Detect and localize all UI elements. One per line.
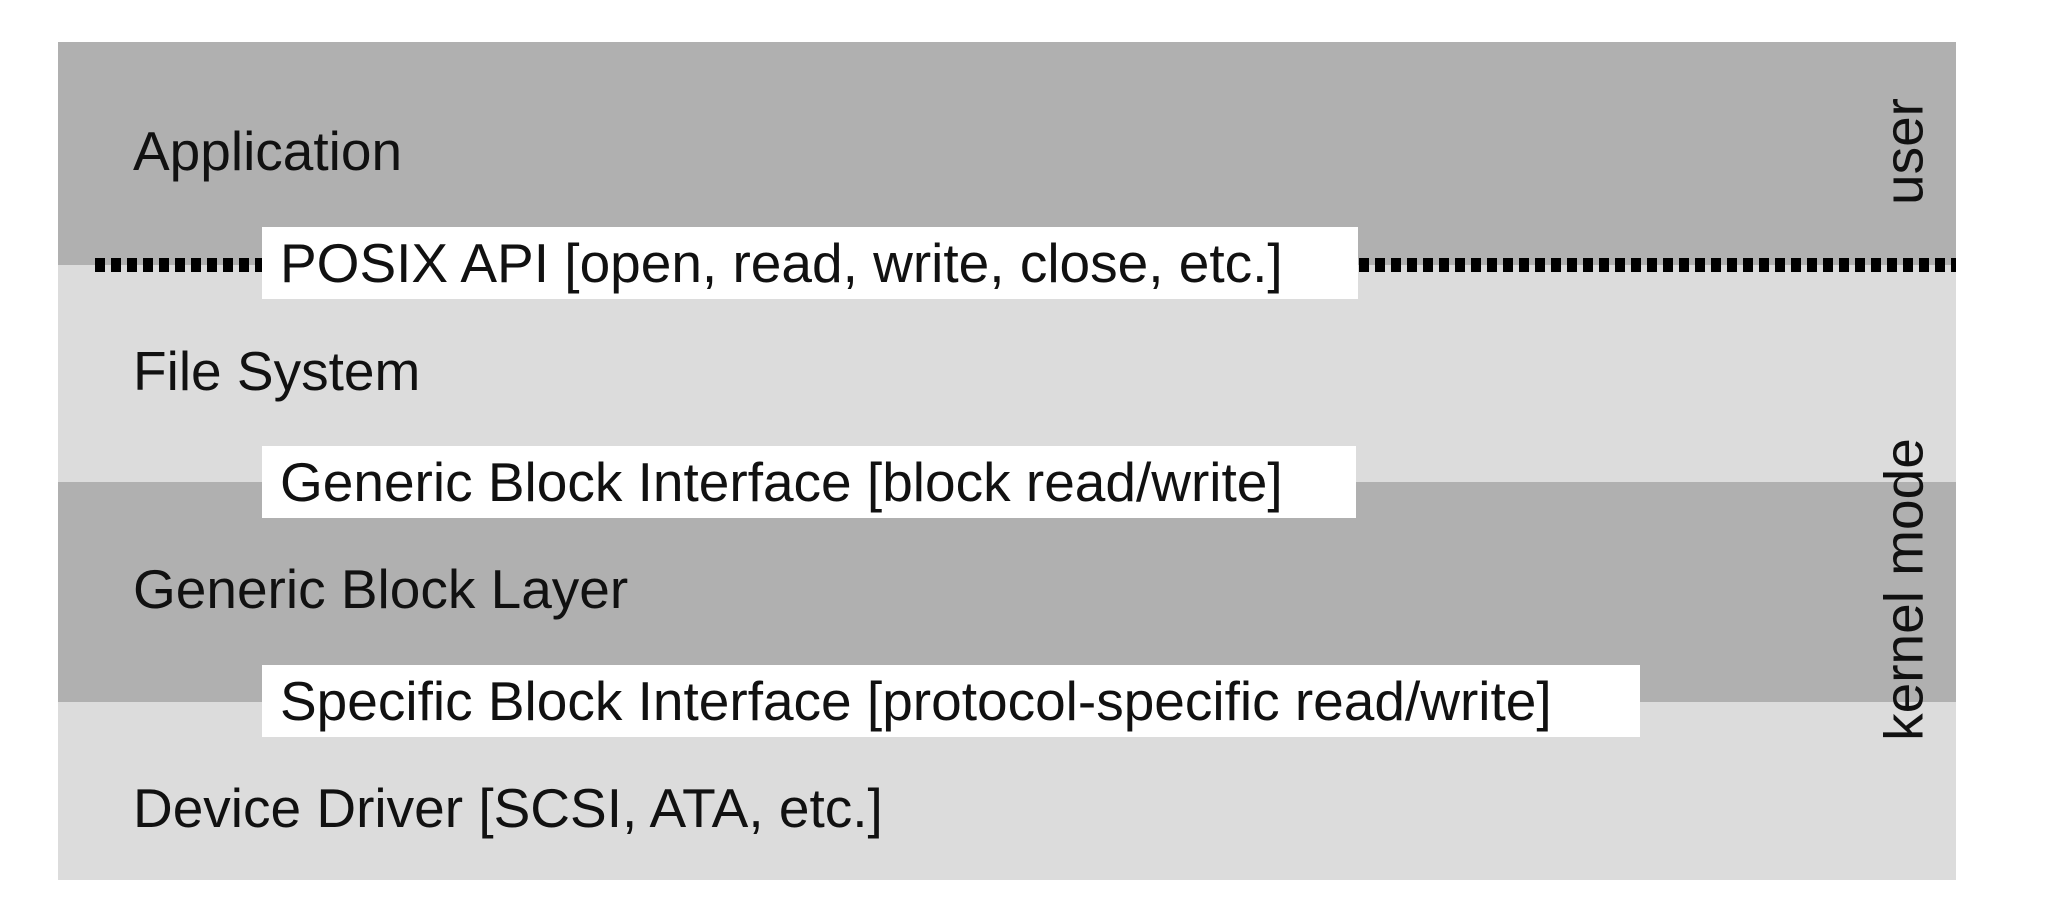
kernel-mode-label: kernel mode — [1872, 438, 1935, 741]
file-system-layer-label: File System — [133, 340, 421, 402]
device-driver-layer-label: Device Driver [SCSI, ATA, etc.] — [133, 777, 883, 839]
generic-block-layer-label: Generic Block Layer — [133, 558, 629, 620]
application-layer-label: Application — [133, 120, 403, 182]
file-system-layer-band — [58, 265, 1956, 482]
user-mode-label: user — [1872, 98, 1935, 205]
specific-block-interface-label: Specific Block Interface [protocol-speci… — [262, 665, 1640, 737]
generic-block-interface-label: Generic Block Interface [block read/writ… — [262, 446, 1356, 518]
posix-api-interface-label: POSIX API [open, read, write, close, etc… — [262, 227, 1358, 299]
